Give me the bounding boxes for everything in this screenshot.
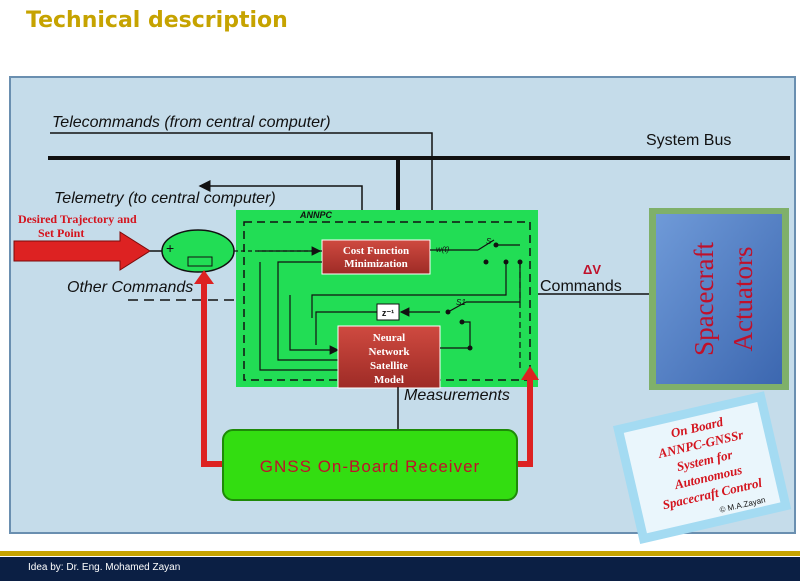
switch-s-label: S bbox=[486, 237, 492, 246]
gnss-receiver-block bbox=[222, 429, 518, 501]
footer-accent-line bbox=[0, 551, 800, 556]
delay-label: z⁻¹ bbox=[382, 308, 394, 318]
neural-network-block bbox=[337, 325, 441, 389]
system-callout: On Board ANNPC-GNSSr System for Autonomo… bbox=[612, 391, 792, 545]
neural-line1: Neural bbox=[373, 332, 405, 344]
gnss-feedback-left-head bbox=[194, 270, 214, 284]
gnss-feedback-right-head bbox=[521, 366, 539, 380]
slide-title: Technical description bbox=[26, 8, 288, 33]
gnss-feedback-right bbox=[516, 376, 533, 467]
inner-loop-1 bbox=[277, 261, 340, 361]
telecommands-label: Telecommands (from central computer) bbox=[52, 114, 331, 131]
switch-s-node-b bbox=[483, 259, 489, 265]
neural-line4: Model bbox=[374, 374, 404, 386]
system-bus-label: System Bus bbox=[646, 132, 731, 149]
cost-function-block bbox=[321, 239, 431, 275]
neural-line2: Network bbox=[369, 346, 411, 358]
actuators-block bbox=[656, 214, 782, 384]
switch-s-blade bbox=[477, 239, 495, 251]
switch-s-feedback bbox=[311, 262, 507, 318]
junction-inner-box bbox=[187, 256, 213, 267]
cost-function-line1: Cost Function bbox=[343, 245, 409, 257]
desired-trajectory-line2: Set Point bbox=[38, 226, 84, 240]
switch-s1-label: S1 bbox=[456, 298, 466, 307]
gnss-feedback-left bbox=[201, 280, 224, 467]
neural-node bbox=[467, 345, 473, 351]
switch-s1-blade bbox=[447, 301, 467, 313]
actuators-line1: Spacecraft bbox=[689, 242, 719, 356]
actuators-line2: Actuators bbox=[728, 247, 758, 352]
other-commands-label: Other Commands bbox=[67, 279, 193, 296]
telemetry-line bbox=[198, 180, 363, 212]
delta-v-label: ΔV bbox=[583, 262, 601, 277]
desired-trajectory-arrow bbox=[13, 231, 151, 271]
inner-loop-3 bbox=[289, 295, 340, 355]
inner-loop-2 bbox=[259, 262, 342, 371]
telecommands-line bbox=[50, 132, 433, 212]
commands-label: Commands bbox=[540, 278, 622, 295]
measurements-label: Measurements bbox=[404, 387, 510, 404]
switch-s-node-a bbox=[493, 242, 499, 248]
neural-line3: Satellite bbox=[370, 360, 408, 372]
footer-bar bbox=[0, 557, 800, 581]
switch-s1-right bbox=[462, 321, 471, 348]
gnss-label: GNSS On-Board Receiver bbox=[260, 457, 480, 476]
telemetry-label: Telemetry (to central computer) bbox=[54, 190, 276, 207]
desired-trajectory-line1: Desired Trajectory and bbox=[18, 212, 137, 226]
delay-out-line bbox=[315, 311, 377, 345]
junction-plus: + bbox=[166, 240, 174, 256]
cost-function-line2: Minimization bbox=[344, 258, 408, 270]
footer-credit: Idea by: Dr. Eng. Mohamed Zayan bbox=[28, 562, 181, 573]
annpc-output-node bbox=[517, 259, 523, 265]
annpc-label: ANNPC bbox=[299, 210, 333, 220]
